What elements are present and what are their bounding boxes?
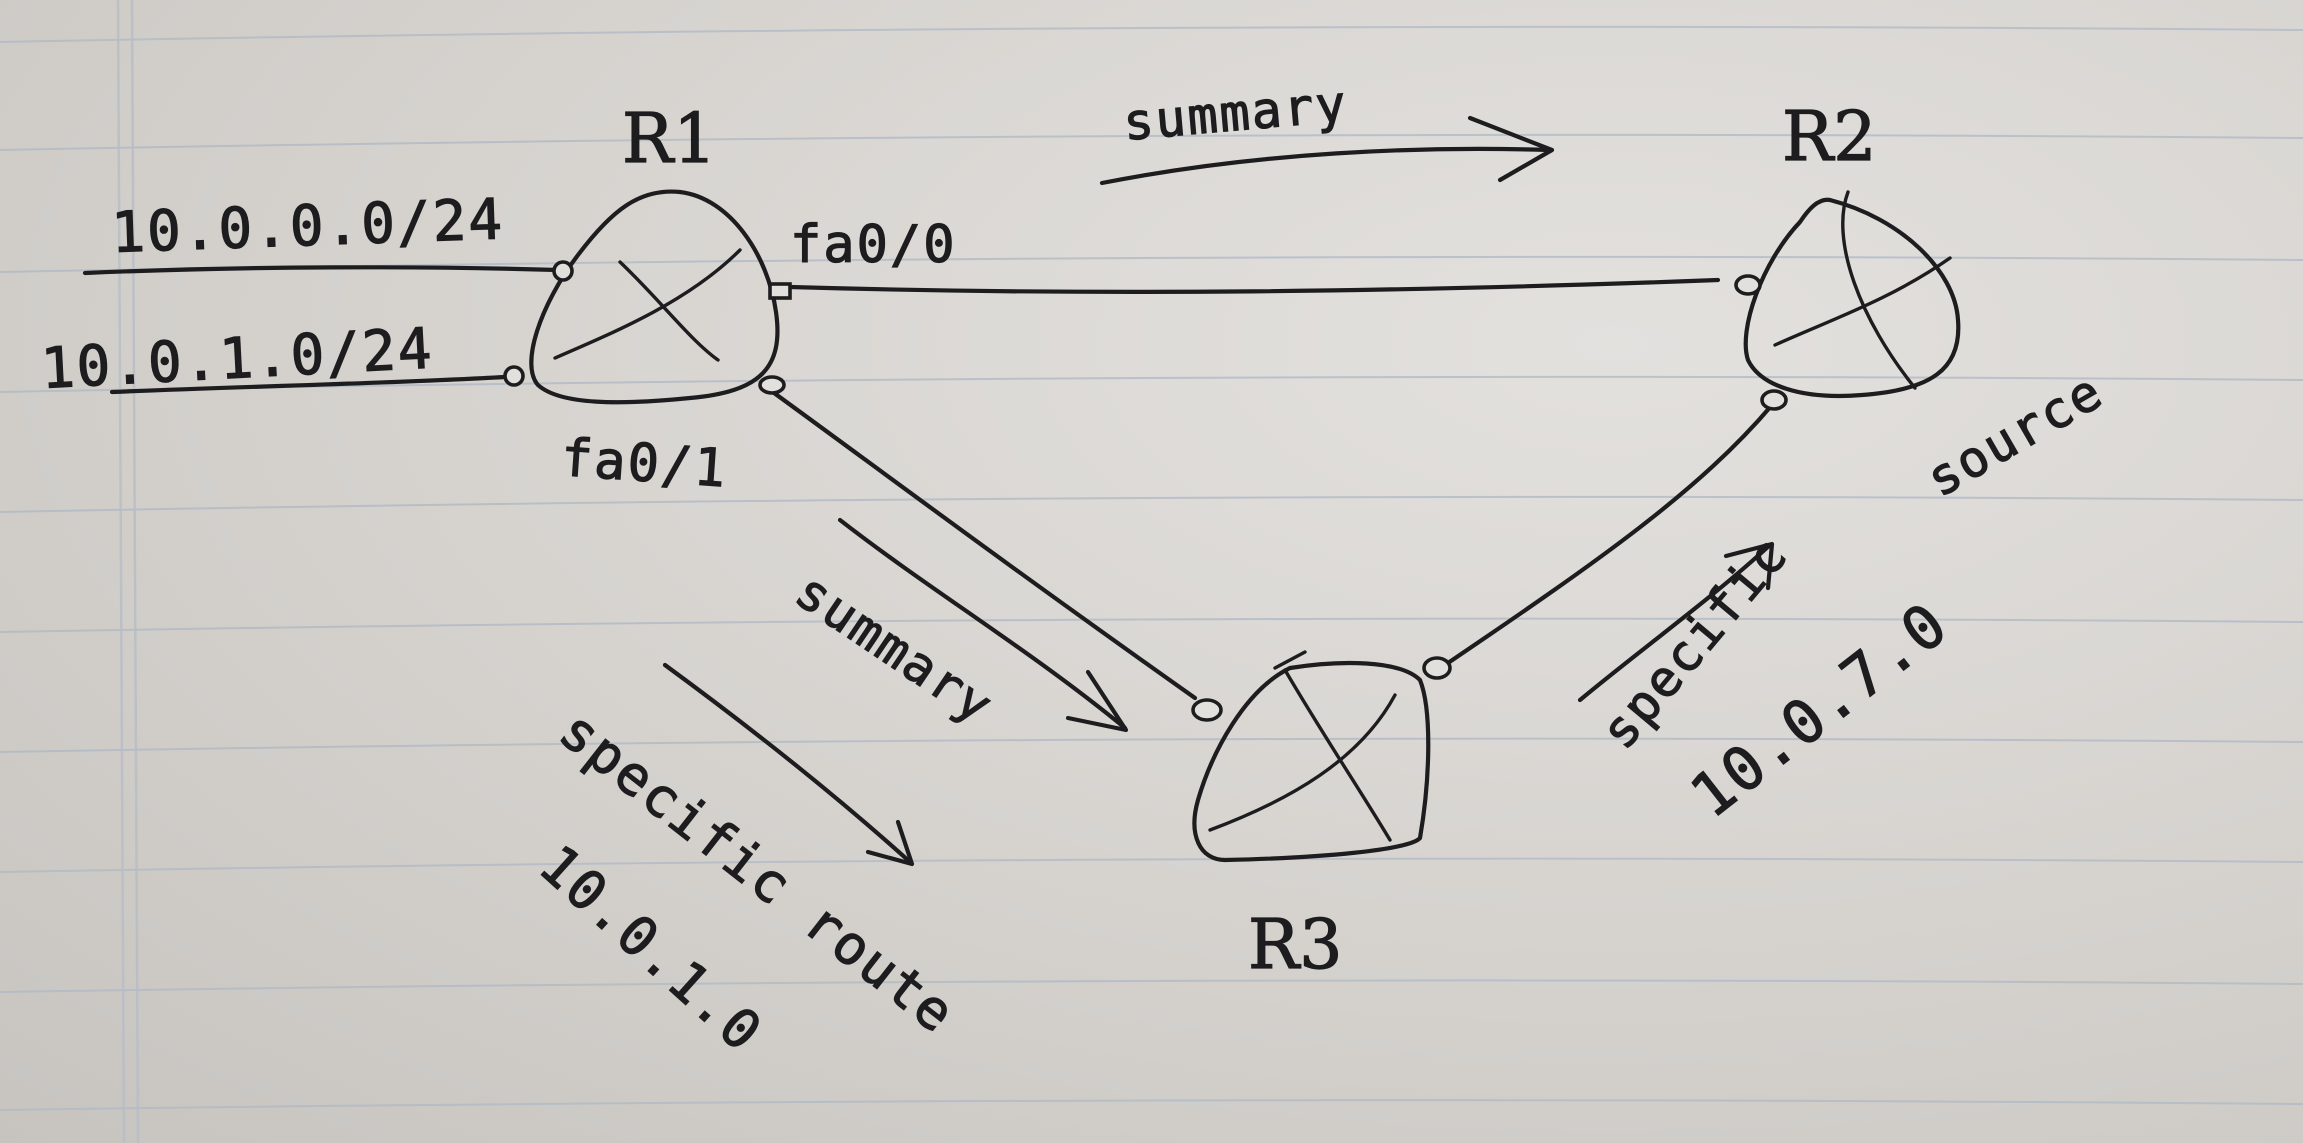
port-r3-to-r1 <box>1191 698 1223 722</box>
network-label-b: 10.0.1.0/24 <box>39 317 435 402</box>
router-r1-body <box>529 189 780 405</box>
source-label-right: source <box>1917 362 2113 509</box>
router-r1-label: R1 <box>622 100 716 179</box>
arrow-summary-r1-to-r3 <box>837 517 1129 733</box>
network-label-a: 10.0.0.0/24 <box>110 187 505 266</box>
router-r3 <box>1191 650 1452 863</box>
router-r3-cross <box>1208 693 1397 832</box>
arrow-summary-r1-to-r2 <box>1099 115 1555 186</box>
port-r3-to-r2 <box>1422 656 1452 680</box>
router-r1 <box>503 189 792 405</box>
summary-label-left: summary <box>785 562 1004 736</box>
router-r1-cross <box>553 248 742 360</box>
router-r2 <box>1734 190 1961 411</box>
link-r1-r3 <box>767 387 1198 701</box>
router-r2-body <box>1743 197 1961 398</box>
network-segment-a <box>82 265 561 276</box>
port-r2-to-r3 <box>1760 389 1788 411</box>
summary-label-top: summary <box>1121 75 1350 152</box>
port-r1-fa01 <box>758 375 786 395</box>
network-segment-b <box>109 374 508 395</box>
interface-label-fa00: fa0/0 <box>790 215 957 275</box>
port-r2-to-r1 <box>1734 274 1762 296</box>
router-r3-label: R3 <box>1248 906 1342 985</box>
link-r2-r3 <box>1442 402 1775 668</box>
port-r1-net-b <box>503 365 525 387</box>
link-r1-r2 <box>787 277 1721 294</box>
router-r2-cross <box>1773 256 1952 347</box>
port-r1-net-a <box>552 260 574 282</box>
arrow-specific-r3-to-r1 <box>662 662 915 867</box>
arrow-specific-r2-to-r3 <box>1577 541 1775 703</box>
margin-line-2 <box>130 0 140 1143</box>
interface-label-fa01: fa0/1 <box>559 428 729 499</box>
margin-line-1 <box>116 0 126 1143</box>
router-r3-body <box>1192 660 1431 863</box>
router-r2-label: R2 <box>1782 98 1876 177</box>
port-r1-fa00 <box>768 282 792 300</box>
